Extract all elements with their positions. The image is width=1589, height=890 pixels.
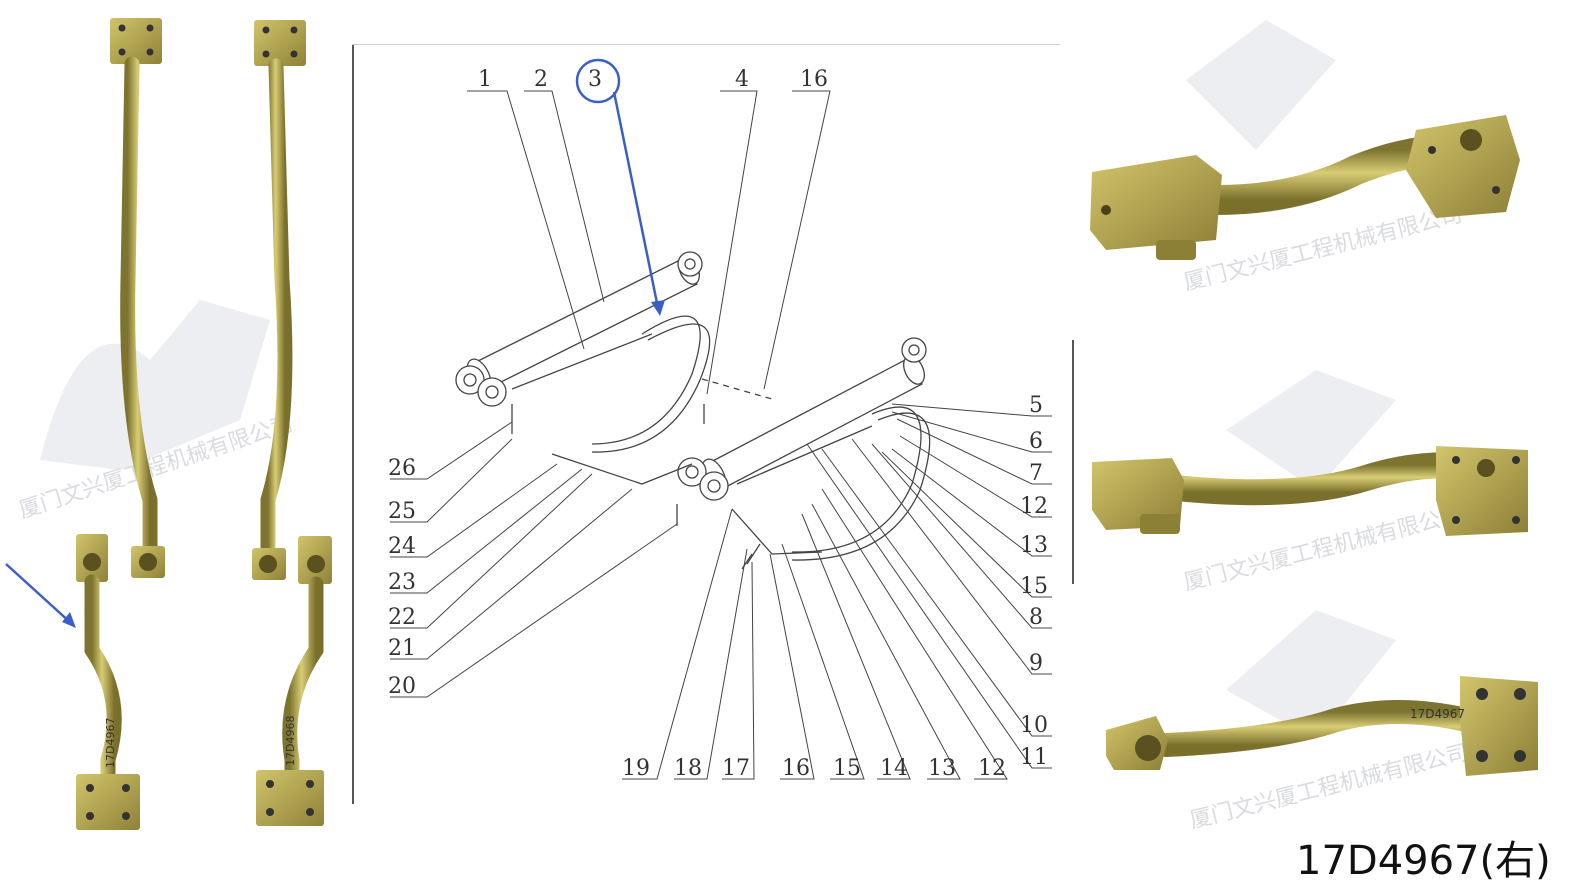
callout-26: 26 xyxy=(388,456,416,481)
callout-7: 7 xyxy=(1029,461,1043,486)
callout-25: 25 xyxy=(388,499,416,524)
callout-17: 17 xyxy=(722,756,750,781)
callout-10: 10 xyxy=(1020,713,1048,738)
callout-15-bottom: 15 xyxy=(833,756,861,781)
highlight-arrow xyxy=(5,563,76,628)
callout-12-right: 12 xyxy=(1020,494,1048,519)
callout-16-top: 16 xyxy=(800,67,828,92)
callout-1: 1 xyxy=(478,67,492,92)
callout-2: 2 xyxy=(534,67,548,92)
left-pipe-photos: 厦门文兴厦工程机械有限公司 17D4967 17D4968 xyxy=(5,18,332,830)
right-pipe-photos: 厦门文兴厦工程机械有限公司 厦门文兴厦工程机械有限公司 厦门文兴厦工程机械有限公… xyxy=(1090,20,1538,834)
leader-lines xyxy=(390,90,1052,780)
pipe-view-1: 厦门文兴厦工程机械有限公司 xyxy=(1090,20,1520,296)
callout-24: 24 xyxy=(388,534,416,559)
callout-3-highlight xyxy=(575,58,665,316)
watermark-logo: 厦门文兴厦工程机械有限公司 xyxy=(16,300,296,524)
callout-19: 19 xyxy=(622,756,650,781)
pipe-marking-text-2: 17D4968 xyxy=(284,716,297,766)
callout-21: 21 xyxy=(388,636,416,661)
watermark-text-2: 厦门文兴厦工程机械有限公司 xyxy=(1181,502,1465,595)
callout-22: 22 xyxy=(388,605,416,630)
short-pipe-17D4968: 17D4968 xyxy=(256,536,332,826)
callout-15-right: 15 xyxy=(1020,574,1048,599)
watermark-text-1: 厦门文兴厦工程机械有限公司 xyxy=(1181,202,1465,295)
part-number-caption: 17D4967(右) xyxy=(1296,838,1551,884)
callout-14: 14 xyxy=(880,756,908,781)
callout-11: 11 xyxy=(1020,745,1048,770)
divider-left xyxy=(352,44,354,804)
cylinder-2 xyxy=(677,337,927,501)
divider-right xyxy=(1072,340,1074,584)
callout-23: 23 xyxy=(388,570,416,595)
watermark-text-3: 厦门文兴厦工程机械有限公司 xyxy=(1187,740,1471,833)
callout-8: 8 xyxy=(1029,605,1043,630)
callout-13-right: 13 xyxy=(1020,533,1048,558)
callout-20: 20 xyxy=(388,674,416,699)
long-pipe-1 xyxy=(110,18,165,578)
callout-6: 6 xyxy=(1029,429,1043,454)
divider-top xyxy=(352,44,1060,45)
callout-5: 5 xyxy=(1029,393,1043,418)
pipe-marking-text: 17D4967 xyxy=(104,718,117,768)
callout-13-bottom: 13 xyxy=(928,756,956,781)
pipe-view-3: 厦门文兴厦工程机械有限公司 17D4967 xyxy=(1106,610,1538,834)
long-pipe-2 xyxy=(252,20,306,580)
hose-lines xyxy=(551,315,931,561)
short-pipe-17D4967: 17D4967 xyxy=(76,534,140,830)
callout-3: 3 xyxy=(588,67,602,92)
callout-18: 18 xyxy=(674,756,702,781)
callout-9: 9 xyxy=(1029,651,1043,676)
callout-16-bottom: 16 xyxy=(782,756,810,781)
cylinder-1 xyxy=(455,251,703,407)
assembly-diagram: 1 2 3 4 16 5 6 7 12 13 15 8 9 10 11 26 2… xyxy=(388,58,1052,781)
callout-4: 4 xyxy=(735,67,749,92)
pipe-view-2: 厦门文兴厦工程机械有限公司 xyxy=(1092,370,1528,596)
callout-12-bottom: 12 xyxy=(978,756,1006,781)
pipe-marking-text-3: 17D4967 xyxy=(1410,707,1465,721)
